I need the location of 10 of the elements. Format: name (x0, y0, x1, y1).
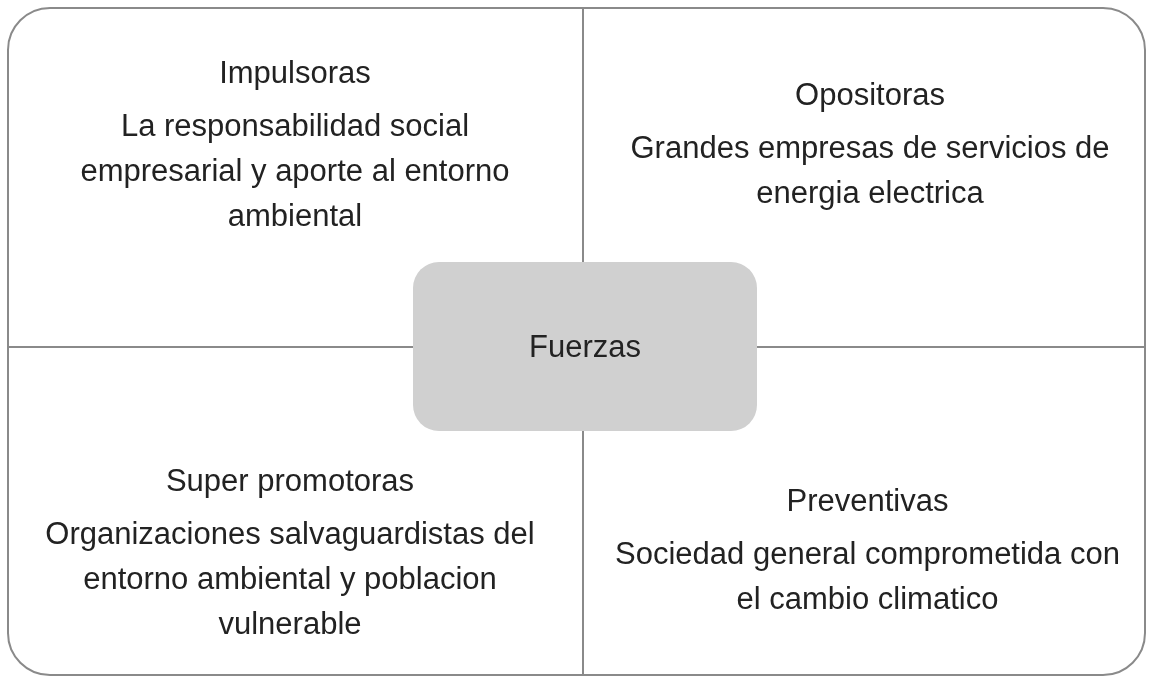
quadrant-description: La responsabilidad social empresarial y aporte al entorno ambiental (79, 107, 511, 235)
quadrant-description: Grandes empresas de servicios de energia electrica (629, 129, 1111, 212)
quadrant-description: Organizaciones salvaguardistas del entorno ambiental y poblacion vulnerable (45, 515, 535, 643)
quadrant-description: Sociedad general comprometida con el cambio climatico (614, 535, 1121, 618)
quadrant-heading: Super promotoras (165, 462, 415, 500)
quadrant-heading: Opositoras (795, 76, 945, 114)
quadrant-heading: Impulsoras (219, 54, 371, 92)
quadrant-heading: Preventivas (786, 482, 949, 520)
center-label: Fuerzas (529, 328, 641, 365)
center-panel (413, 262, 757, 431)
